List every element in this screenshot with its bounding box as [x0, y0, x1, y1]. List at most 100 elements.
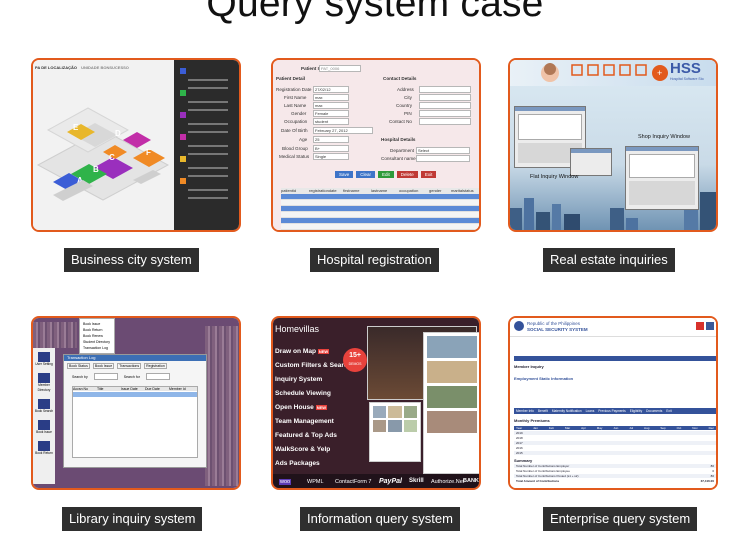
portal-nav[interactable]: [514, 356, 716, 361]
table-row[interactable]: 2017: [514, 441, 716, 445]
field-input[interactable]: Female: [313, 110, 349, 117]
label-library[interactable]: Library inquiry system: [62, 507, 203, 531]
column-header[interactable]: patientid: [281, 188, 297, 193]
label-business-city[interactable]: Business city system: [64, 248, 199, 272]
tab[interactable]: Previous Payments: [598, 409, 626, 413]
table-row[interactable]: [281, 200, 479, 206]
department-select[interactable]: Select: [416, 147, 470, 154]
sidebar-item[interactable]: Book Issue: [36, 430, 52, 434]
tab[interactable]: Member Info: [516, 409, 534, 413]
field-input[interactable]: [419, 102, 471, 109]
consultant-select[interactable]: [416, 155, 470, 162]
tab[interactable]: Registration: [144, 363, 167, 369]
table-row[interactable]: [281, 212, 479, 218]
table-row[interactable]: 2018: [514, 436, 716, 440]
search-by-select[interactable]: [93, 373, 118, 380]
label-real-estate[interactable]: Real estate inquiries: [543, 248, 675, 272]
legend-a[interactable]: [180, 68, 239, 81]
tab[interactable]: Benefit: [537, 409, 548, 413]
menu-item[interactable]: Book Issue: [83, 322, 101, 326]
field-input[interactable]: 25: [313, 136, 349, 143]
menu-item[interactable]: Transaction Log: [83, 346, 108, 350]
field-input[interactable]: student: [313, 118, 349, 125]
field-input[interactable]: 27/02/12: [313, 86, 349, 93]
table-row[interactable]: [281, 194, 479, 200]
legend-e[interactable]: [180, 156, 239, 169]
sidebar-item[interactable]: Book Return: [35, 451, 53, 455]
menu-item[interactable]: Book Renew: [83, 334, 103, 338]
tab[interactable]: Loans: [585, 409, 595, 413]
tab[interactable]: Documents: [646, 409, 663, 413]
legend-d[interactable]: [180, 134, 239, 147]
tab[interactable]: Transactions: [117, 363, 142, 369]
user-icon[interactable]: [38, 352, 50, 362]
menu-item[interactable]: Student Directory: [83, 340, 111, 344]
menu-item[interactable]: Book Return: [83, 328, 103, 332]
exit-button[interactable]: Exit: [420, 171, 437, 178]
table-row[interactable]: [281, 206, 479, 212]
table-row[interactable]: 2019: [514, 431, 716, 435]
field-select[interactable]: B+: [313, 145, 349, 152]
small-window[interactable]: [570, 148, 612, 176]
label-information-query[interactable]: Information query system: [300, 507, 460, 531]
member-icon[interactable]: [38, 373, 50, 383]
column-header[interactable]: Issue Date: [121, 387, 138, 391]
column-header[interactable]: occupation: [399, 188, 419, 193]
book-return-icon[interactable]: [38, 441, 50, 451]
card-business-city[interactable]: PA DE LOCALIZAÇÃO UNIDADE BONSUCESSO C B…: [31, 58, 241, 232]
table-row[interactable]: [73, 392, 197, 397]
column-header[interactable]: maritalstatus: [451, 188, 474, 193]
date-picker[interactable]: February 27, 2012: [313, 127, 373, 134]
card-enterprise-query[interactable]: Republic of the Philippines SOCIAL SECUR…: [508, 316, 718, 490]
column-header[interactable]: Due Date: [145, 387, 160, 391]
column-header[interactable]: gender: [429, 188, 442, 193]
table-row[interactable]: 2016: [514, 446, 716, 450]
column-header[interactable]: firstname: [343, 188, 360, 193]
tab[interactable]: Maternity Notification: [551, 409, 582, 413]
field-select[interactable]: Single: [313, 153, 349, 160]
field-input[interactable]: [419, 86, 471, 93]
table-row[interactable]: [281, 224, 479, 230]
sidebar-item[interactable]: Book Search: [34, 409, 54, 413]
tab[interactable]: Book Issue: [92, 363, 115, 369]
legend-c2: [180, 120, 239, 133]
column-header[interactable]: Member Id: [169, 387, 186, 391]
clear-button[interactable]: Clear: [356, 171, 376, 178]
field-input[interactable]: max: [313, 102, 349, 109]
table-row[interactable]: [281, 218, 479, 224]
sidebar-item[interactable]: User Setting: [35, 362, 53, 366]
table-row[interactable]: 2015: [514, 451, 716, 455]
edit-button[interactable]: Edit: [378, 171, 394, 178]
tab[interactable]: Exit: [666, 409, 672, 413]
field-input[interactable]: [419, 110, 471, 117]
card-hospital-registration[interactable]: Patient ID PAT_0006 Patient Detail Conta…: [271, 58, 481, 232]
delete-button[interactable]: Delete: [396, 171, 418, 178]
field-input[interactable]: max: [313, 94, 349, 101]
save-button[interactable]: Save: [335, 171, 354, 178]
shop-inquiry-window[interactable]: [625, 146, 699, 210]
tab[interactable]: Eligibility: [629, 409, 643, 413]
column-header[interactable]: registrationdate: [309, 188, 337, 193]
googleplus-icon[interactable]: [696, 322, 704, 330]
card-real-estate[interactable]: + HSS Hospital Software Sto Flat Inquiry…: [508, 58, 718, 232]
column-header[interactable]: Accsn No: [73, 387, 88, 391]
legend-f[interactable]: [180, 178, 239, 191]
tab[interactable]: Book Status: [67, 363, 90, 369]
legend-c[interactable]: [180, 112, 239, 125]
facebook-icon[interactable]: [706, 322, 714, 330]
field-input[interactable]: [419, 118, 471, 125]
patient-id-input[interactable]: PAT_0006: [319, 65, 361, 72]
card-information-query[interactable]: Homevillas Draw on Map NEW Custom Filter…: [271, 316, 481, 490]
card-library[interactable]: Book Issue Book Return Book Renew Studen…: [31, 316, 241, 490]
sidebar-item[interactable]: Member Directory: [37, 383, 51, 392]
legend-b[interactable]: [180, 90, 239, 103]
book-issue-icon[interactable]: [38, 420, 50, 430]
field-input[interactable]: [419, 94, 471, 101]
column-header[interactable]: lastname: [371, 188, 388, 193]
search-input[interactable]: [145, 373, 170, 380]
label-hospital-registration[interactable]: Hospital registration: [310, 248, 439, 272]
label-enterprise-query[interactable]: Enterprise query system: [543, 507, 698, 531]
flat-inquiry-window[interactable]: [514, 106, 586, 168]
book-search-icon[interactable]: [38, 399, 50, 409]
column-header[interactable]: Title: [97, 387, 104, 391]
